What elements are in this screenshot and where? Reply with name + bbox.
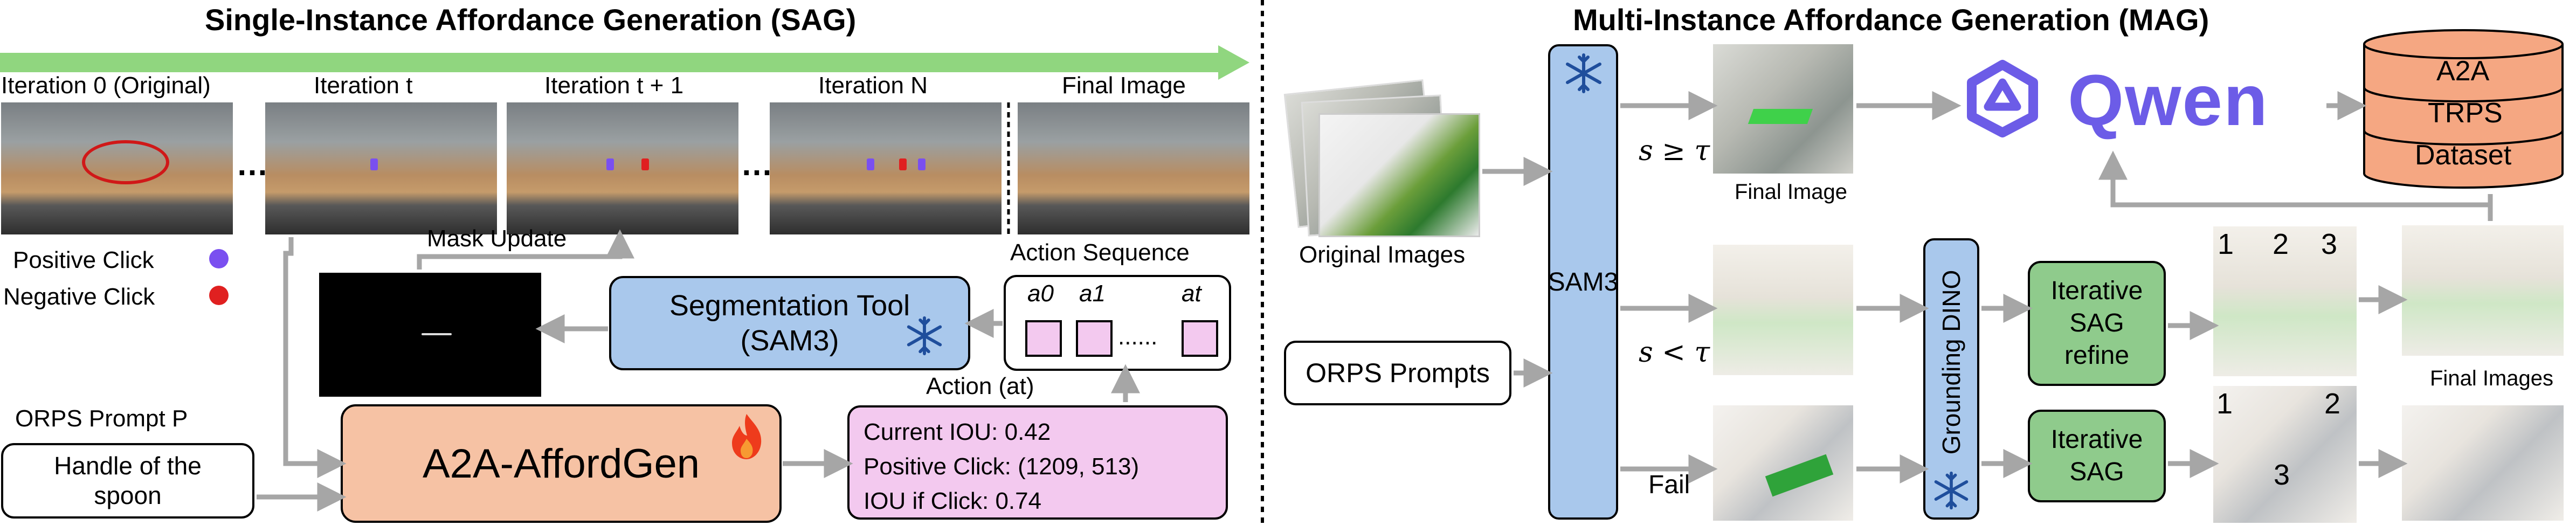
qwen-logo-icon: [1967, 60, 2038, 137]
positive-click-marker: [918, 158, 926, 170]
seq-label-a1: a1: [1079, 280, 1106, 307]
final-images-label: Final Images: [2430, 367, 2553, 390]
action-label: Action (at): [926, 373, 1034, 399]
snowflake-icon: [907, 316, 942, 356]
mag-arrows: [1482, 91, 2493, 483]
iteration-n-label: Iteration N: [818, 72, 928, 99]
prompt-text-line2: spoon: [94, 481, 162, 509]
iteration-t-label: Iteration t: [314, 72, 413, 99]
seq-slot: [1025, 320, 1062, 357]
progress-arrow: [0, 45, 1249, 80]
legend-positive-dot: [209, 249, 229, 268]
positive-click-marker: [867, 158, 874, 170]
mask-image: [319, 273, 541, 397]
instance-number: 2: [2324, 388, 2341, 420]
iter-line2: SAG: [2069, 458, 2124, 486]
ellipsis: …: [741, 146, 773, 182]
instance-number: 1: [2218, 228, 2234, 260]
seq-label-a0: a0: [1027, 280, 1054, 307]
glasses-result-image: 1 2 3: [2213, 226, 2357, 376]
seq-slot: [1076, 320, 1113, 357]
positive-click-marker: [606, 158, 614, 170]
db-trps: TRPS: [2428, 98, 2503, 129]
snowflake-icon: [1934, 471, 1969, 510]
sag-arrows: [257, 229, 1140, 512]
orps-prompt-label: ORPS Prompt P: [15, 405, 188, 432]
snowflake-icon: [1566, 53, 1601, 93]
final-brush-image: [2402, 405, 2564, 521]
focus-ellipse: [82, 140, 169, 184]
original-images-label: Original Images: [1299, 241, 1466, 268]
iteration-t1-label: Iteration t + 1: [544, 72, 684, 99]
qwen-wordmark: Qwen: [2068, 60, 2269, 141]
segmentation-tool-title: Segmentation Tool: [669, 289, 910, 322]
action-sequence-label: Action Sequence: [1010, 239, 1190, 266]
seq-label-at: at: [1182, 280, 1201, 307]
section-separator: [1261, 0, 1264, 525]
iteration-0-image: [1, 102, 233, 234]
seq-ellipsis: ......: [1118, 323, 1158, 350]
current-iou: Current IOU: 0.42: [864, 419, 1051, 445]
positive-click-marker: [370, 158, 378, 170]
iter-line1: Iterative: [2050, 425, 2143, 454]
iteration-0-label: Iteration 0 (Original): [1, 72, 211, 99]
instance-number: 2: [2273, 228, 2289, 260]
fail-label: Fail: [1648, 471, 1690, 499]
brush-result-image: 1 2 3: [2213, 386, 2357, 523]
refine-line2: SAG: [2069, 309, 2124, 337]
legend-positive-label: Positive Click: [13, 247, 154, 273]
instance-number: 3: [2321, 228, 2338, 260]
orps-prompts-text: ORPS Prompts: [1306, 358, 1490, 388]
iterative-sag-refine-box: Iterative SAG refine: [2028, 261, 2166, 386]
final-image-label: Final Image: [1735, 180, 1847, 204]
sag-title: Single-Instance Affordance Generation (S…: [205, 3, 857, 37]
glasses-image: [1713, 245, 1853, 375]
brush-image: [1713, 405, 1853, 521]
negative-click-marker: [899, 158, 907, 170]
sam3-box: SAM3: [1548, 44, 1618, 520]
iou-if-click: IOU if Click: 0.74: [864, 487, 1042, 514]
orps-prompts-box: ORPS Prompts: [1284, 341, 1511, 405]
final-glasses-image: [2402, 225, 2564, 356]
flame-icon: [732, 414, 762, 459]
status-box: Current IOU: 0.42 Positive Click: (1209,…: [847, 405, 1228, 520]
sam3-success-image: [1713, 44, 1853, 174]
cond-ge-label: s ≥ τ: [1639, 135, 1710, 167]
model-name: A2A-AffordGen: [422, 440, 700, 487]
sam3-label: SAM3: [1548, 267, 1619, 296]
segmentation-tool-subtitle: (SAM3): [740, 324, 839, 357]
refine-line3: refine: [2064, 341, 2130, 370]
segmentation-tool-box: Segmentation Tool (SAM3): [609, 276, 970, 370]
iteration-t1-image: [507, 102, 738, 234]
separator-dotted: [1007, 102, 1010, 237]
instance-number: 3: [2274, 459, 2290, 491]
seq-slot: [1182, 320, 1218, 357]
db-a2a: A2A: [2436, 56, 2490, 87]
iteration-n-image: [770, 102, 1002, 234]
iteration-t-image: [265, 102, 497, 234]
legend-negative-label: Negative Click: [3, 284, 155, 310]
mag-title: Multi-Instance Affordance Generation (MA…: [1573, 3, 2209, 37]
final-image: [1018, 102, 1249, 234]
orps-prompt-box: Handle of the spoon: [1, 443, 254, 519]
positive-click-coords: Positive Click: (1209, 513): [864, 453, 1139, 480]
negative-click-marker: [641, 158, 649, 170]
original-image: [1318, 113, 1480, 237]
iterative-sag-box: Iterative SAG: [2028, 410, 2166, 502]
db-dataset: Dataset: [2415, 140, 2512, 171]
database-icon: [2363, 29, 2564, 189]
ellipsis: …: [236, 146, 268, 182]
mask-update-label: Mask Update: [427, 225, 567, 252]
refine-line1: Iterative: [2050, 277, 2143, 305]
legend-negative-dot: [209, 286, 229, 305]
instance-number: 1: [2216, 388, 2233, 420]
final-image-label: Final Image: [1062, 72, 1186, 99]
prompt-text-line1: Handle of the: [54, 451, 202, 480]
cond-lt-label: s < τ: [1639, 336, 1710, 369]
